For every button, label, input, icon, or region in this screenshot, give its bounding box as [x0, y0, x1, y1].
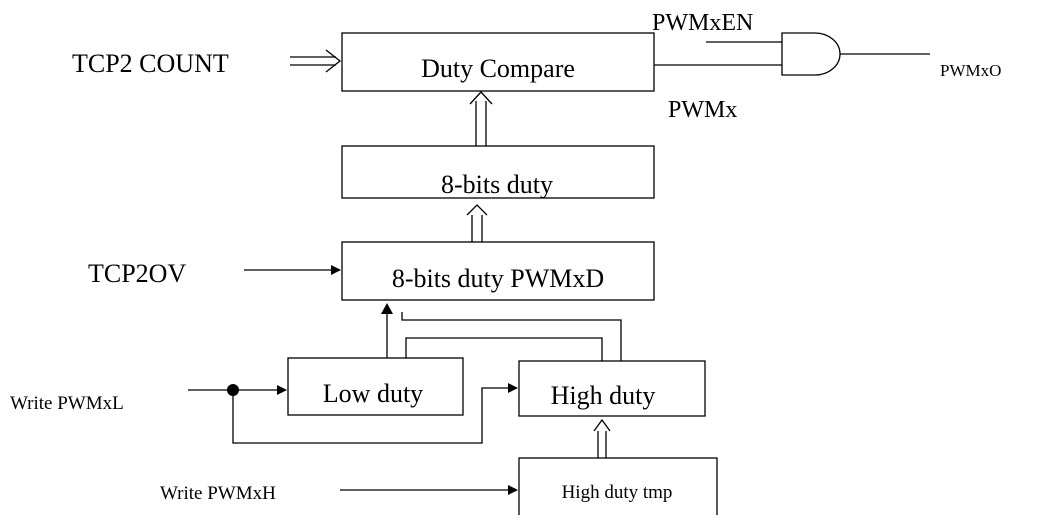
eight-bits-duty-pwmxd-block [341, 241, 655, 301]
eight-bits-duty-block [341, 145, 655, 199]
high-duty-tmp-block [518, 457, 718, 519]
eight-bits-duty-pwmxd-label: 8-bits duty PWMxD [392, 264, 604, 293]
eight-bits-duty-label: 8-bits duty [441, 170, 553, 199]
tcp2ov-label: TCP2OV [88, 259, 186, 288]
tcp2-count-label: TCP2 COUNT [72, 49, 229, 78]
pwmx-label: PWMx [668, 97, 737, 123]
high-duty-bus-inner-line [405, 337, 603, 361]
high-duty-bus-outer-line [401, 312, 622, 361]
and-gate-symbol [781, 32, 841, 76]
tcp2-count-bus-arrow [290, 49, 342, 73]
high-duty-block [518, 360, 706, 417]
write-pwmxh-label: Write PWMxH [160, 483, 276, 504]
pwmxo-label: PWMxO [940, 61, 1001, 80]
duty-to-compare-bus-arrow [469, 91, 493, 146]
write-pwmxl-to-high-duty-arrow [232, 383, 518, 444]
write-pwmxl-label: Write PWMxL [10, 393, 124, 414]
low-duty-up-arrowhead [381, 303, 393, 314]
pwmxd-to-duty-bus-arrow [466, 204, 488, 242]
low-duty-block [287, 357, 464, 416]
duty-compare-label: Duty Compare [421, 54, 575, 83]
high-duty-tmp-label: High duty tmp [562, 482, 673, 503]
tmp-to-high-duty-bus-arrow [593, 418, 611, 458]
duty-compare-block [341, 32, 655, 92]
high-duty-label: High duty [551, 381, 656, 410]
pwmxen-label: PWMxEN [652, 10, 753, 36]
low-duty-label: Low duty [323, 379, 423, 408]
